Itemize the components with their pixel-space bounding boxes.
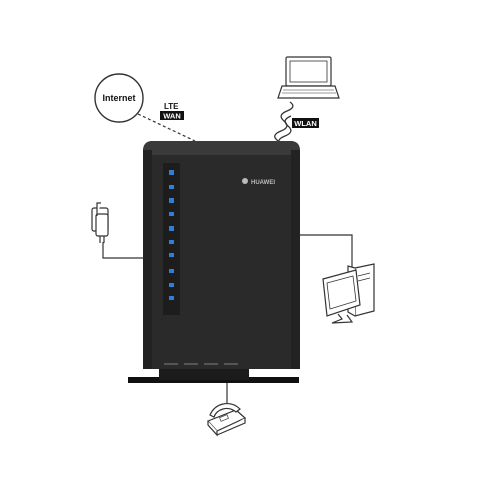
laptop-icon	[277, 56, 340, 99]
router-device: HUAWEI	[143, 141, 300, 369]
internet-label: Internet	[102, 93, 135, 103]
telephone-icon	[206, 402, 247, 437]
lan-cable-line	[299, 234, 353, 269]
internet-icon: Internet	[94, 73, 144, 123]
wlan-label: WLAN	[294, 119, 317, 128]
power-cable-line	[102, 242, 143, 259]
wlan-badge: WLAN	[292, 118, 319, 128]
desktop-computer-icon	[322, 263, 375, 324]
router-stand	[128, 366, 299, 383]
huawei-logo-icon: HUAWEI	[242, 178, 275, 186]
lte-label: LTE	[164, 102, 179, 111]
wan-badge: WAN	[160, 111, 184, 121]
status-leds	[169, 170, 174, 300]
brand-label: HUAWEI	[251, 180, 275, 186]
wan-label: WAN	[163, 112, 181, 121]
power-adapter-icon	[91, 202, 109, 243]
